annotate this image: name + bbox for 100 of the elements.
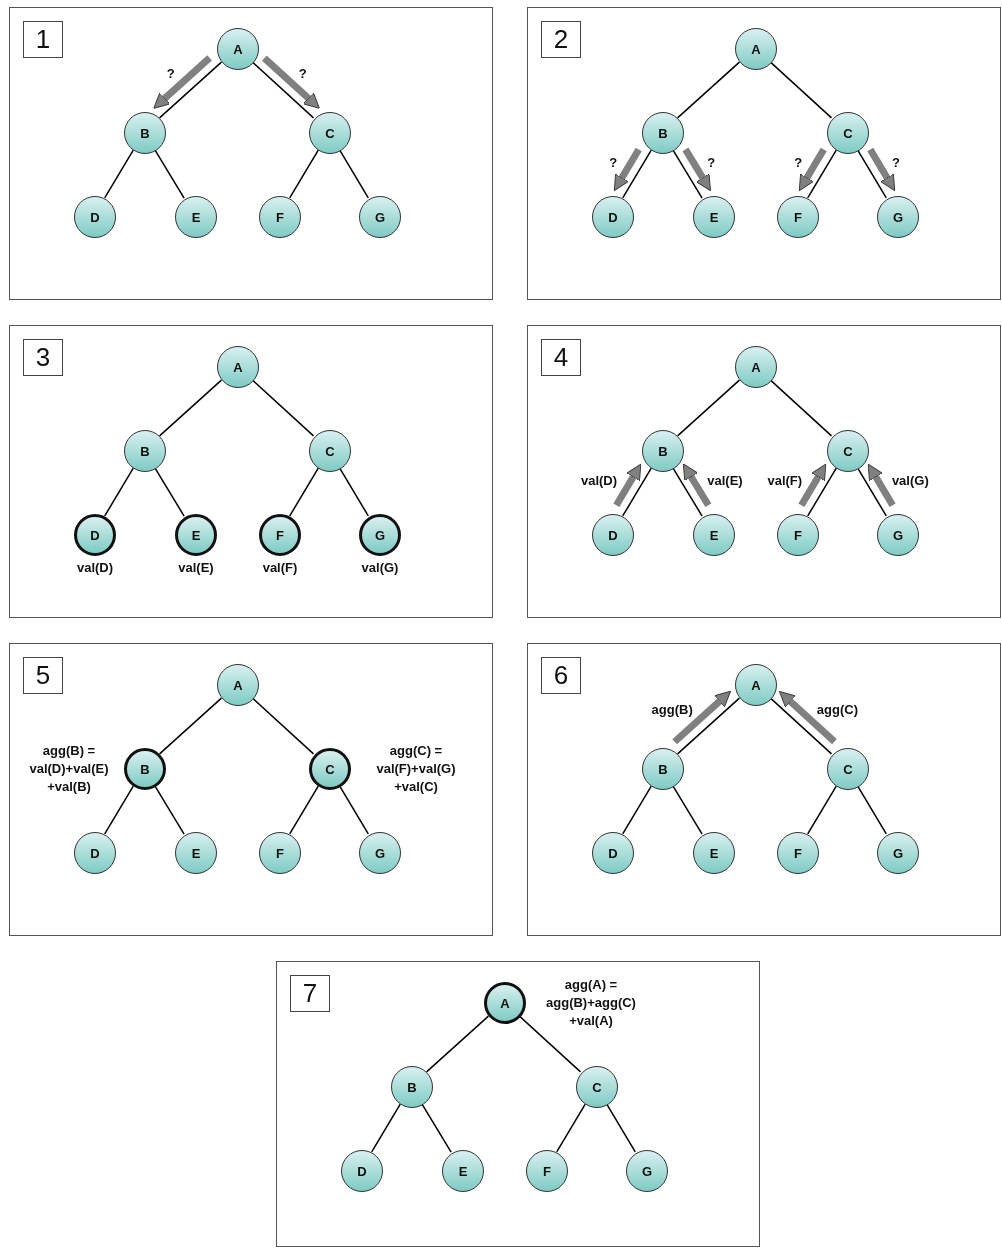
node-annotation: val(D) xyxy=(75,559,115,577)
tree-node-circle: E xyxy=(693,514,735,556)
tree-node-circle: D xyxy=(341,1150,383,1192)
step-number: 4 xyxy=(541,339,581,376)
tree-edge xyxy=(251,697,315,755)
block-arrow xyxy=(672,690,731,745)
block-arrow xyxy=(867,147,896,192)
tree-node-circle: D xyxy=(74,832,116,874)
tree-edge xyxy=(676,379,741,437)
tree-node-circle: F xyxy=(777,514,819,556)
tree-edge xyxy=(289,467,319,517)
block-arrow xyxy=(798,147,827,192)
tree-node-circle: A xyxy=(217,346,259,388)
tree-node-circle: E xyxy=(175,514,217,556)
panel xyxy=(9,643,493,936)
tree-edge xyxy=(251,61,315,119)
tree-node-circle: E xyxy=(442,1150,484,1192)
tree-node-circle: B xyxy=(124,112,166,154)
panel xyxy=(276,961,760,1247)
panel xyxy=(527,7,1001,300)
tree-node-circle: E xyxy=(175,832,217,874)
tree-edge xyxy=(251,379,315,437)
tree-node-circle: B xyxy=(642,748,684,790)
tree-edge xyxy=(622,467,652,517)
tree-node-circle: C xyxy=(309,748,351,790)
node-annotation: val(E) xyxy=(177,559,215,577)
tree-node-circle: B xyxy=(642,430,684,472)
tree-edge xyxy=(339,149,369,199)
panel xyxy=(527,643,1001,936)
tree-node-circle: G xyxy=(877,196,919,238)
tree-node-circle: B xyxy=(124,748,166,790)
tree-edge xyxy=(807,467,837,517)
tree-node-circle: C xyxy=(576,1066,618,1108)
tree-node-circle: F xyxy=(777,832,819,874)
tree-node-circle: C xyxy=(827,430,869,472)
tree-edge xyxy=(672,149,703,199)
block-arrow xyxy=(682,463,712,508)
block-arrow xyxy=(153,55,212,109)
tree-edge xyxy=(676,61,741,119)
tree-edge xyxy=(672,467,703,517)
block-arrow xyxy=(798,463,827,507)
tree-edge xyxy=(676,697,741,755)
tree-edge xyxy=(622,785,652,835)
node-annotation: agg(A) = agg(B)+agg(C) +val(A) xyxy=(545,976,637,1030)
tree-node-circle: G xyxy=(877,514,919,556)
block-arrow xyxy=(682,147,711,192)
tree-edge xyxy=(289,149,319,199)
tree-edge xyxy=(421,1103,452,1153)
block-arrow xyxy=(778,690,837,745)
tree-edge xyxy=(371,1103,401,1153)
tree-edge xyxy=(104,149,134,199)
tree-edge xyxy=(518,1015,582,1073)
tree-node-circle: B xyxy=(642,112,684,154)
panel xyxy=(9,325,493,618)
tree-node-circle: D xyxy=(74,514,116,556)
tree-node-circle: F xyxy=(526,1150,568,1192)
tree-edge xyxy=(425,1015,490,1073)
tree-edge xyxy=(807,785,837,835)
tree-node-circle: E xyxy=(175,196,217,238)
tree-edge xyxy=(154,149,185,199)
node-annotation: val(G) xyxy=(360,559,400,577)
tree-node-circle: C xyxy=(827,748,869,790)
tree-node-circle: C xyxy=(309,430,351,472)
tree-node-circle: B xyxy=(391,1066,433,1108)
tree-node-circle: C xyxy=(309,112,351,154)
node-annotation: val(F) xyxy=(261,559,299,577)
tree-node-circle: C xyxy=(827,112,869,154)
tree-node-circle: A xyxy=(484,982,526,1024)
tree-node-circle: B xyxy=(124,430,166,472)
tree-edge xyxy=(769,61,833,119)
tree-node-circle: A xyxy=(217,28,259,70)
tree-node-circle: F xyxy=(259,832,301,874)
tree-node-circle: D xyxy=(74,196,116,238)
tree-edge xyxy=(154,785,185,835)
tree-node-circle: D xyxy=(592,196,634,238)
tree-node-circle: D xyxy=(592,832,634,874)
tree-edge xyxy=(158,697,223,755)
step-number: 5 xyxy=(23,657,63,694)
tree-edge xyxy=(857,149,887,199)
block-arrow xyxy=(262,55,320,109)
tree-edge xyxy=(339,467,369,517)
block-arrow xyxy=(867,463,896,507)
tree-node-circle: D xyxy=(592,514,634,556)
tree-node-circle: G xyxy=(359,832,401,874)
tree-node-circle: A xyxy=(217,664,259,706)
tree-edge xyxy=(622,149,652,199)
node-annotation: agg(C) = val(F)+val(G) +val(C) xyxy=(375,742,457,796)
block-arrow xyxy=(613,147,642,192)
tree-edge xyxy=(158,61,223,119)
step-number: 7 xyxy=(290,975,330,1012)
node-annotation: agg(B) = val(D)+val(E) +val(B) xyxy=(28,742,110,796)
tree-edge xyxy=(556,1103,586,1153)
tree-edge xyxy=(154,467,185,517)
tree-node-circle: G xyxy=(877,832,919,874)
step-number: 1 xyxy=(23,21,63,58)
tree-node-circle: F xyxy=(777,196,819,238)
tree-edge xyxy=(857,467,887,517)
tree-edge xyxy=(339,785,369,835)
tree-node-circle: G xyxy=(359,196,401,238)
tree-edge xyxy=(857,785,887,835)
